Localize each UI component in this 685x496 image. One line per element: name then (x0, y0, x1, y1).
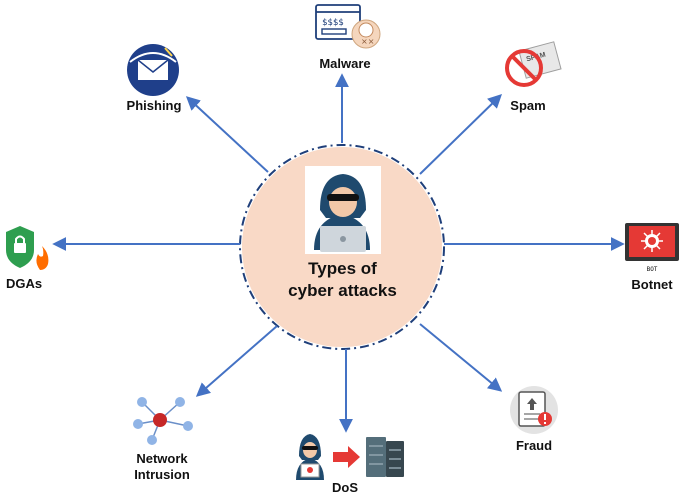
arrows (52, 73, 625, 433)
phishing-icon (127, 44, 179, 96)
malware-icon: $$$$ ×× (315, 4, 381, 49)
center-title-line1: Types of (308, 259, 377, 278)
network-intrusion-label: Network Intrusion (122, 451, 202, 483)
network-intrusion-icon (133, 397, 193, 445)
svg-text:$$$$: $$$$ (322, 18, 344, 28)
arrow-fraud (419, 323, 503, 392)
spam-label: Spam (510, 98, 546, 113)
phishing-label: Phishing (126, 98, 182, 113)
arrow-spam (419, 94, 503, 175)
dashed-ring (239, 144, 445, 350)
dos-icon (296, 434, 404, 480)
dgas-icon (6, 226, 49, 270)
arrow-phishing (185, 96, 269, 173)
center-title: Types of cyber attacks (280, 258, 405, 302)
fraud-label: Fraud (515, 438, 553, 453)
hacker-icon (305, 166, 381, 254)
arrow-network-intrusion (195, 325, 278, 397)
svg-text:BOT: BOT (647, 266, 658, 273)
dos-label: DoS (332, 480, 358, 495)
network-intrusion-label-line2: Intrusion (134, 467, 190, 482)
fraud-icon (510, 386, 558, 434)
dgas-label: DGAs (5, 276, 43, 291)
network-intrusion-label-line1: Network (136, 451, 188, 466)
svg-text:××: ×× (361, 37, 374, 46)
center-title-line2: cyber attacks (288, 281, 397, 300)
malware-label: Malware (319, 56, 371, 71)
botnet-icon: BOT (625, 223, 679, 273)
botnet-label: Botnet (631, 277, 673, 292)
spam-icon: SPAM (505, 41, 562, 87)
